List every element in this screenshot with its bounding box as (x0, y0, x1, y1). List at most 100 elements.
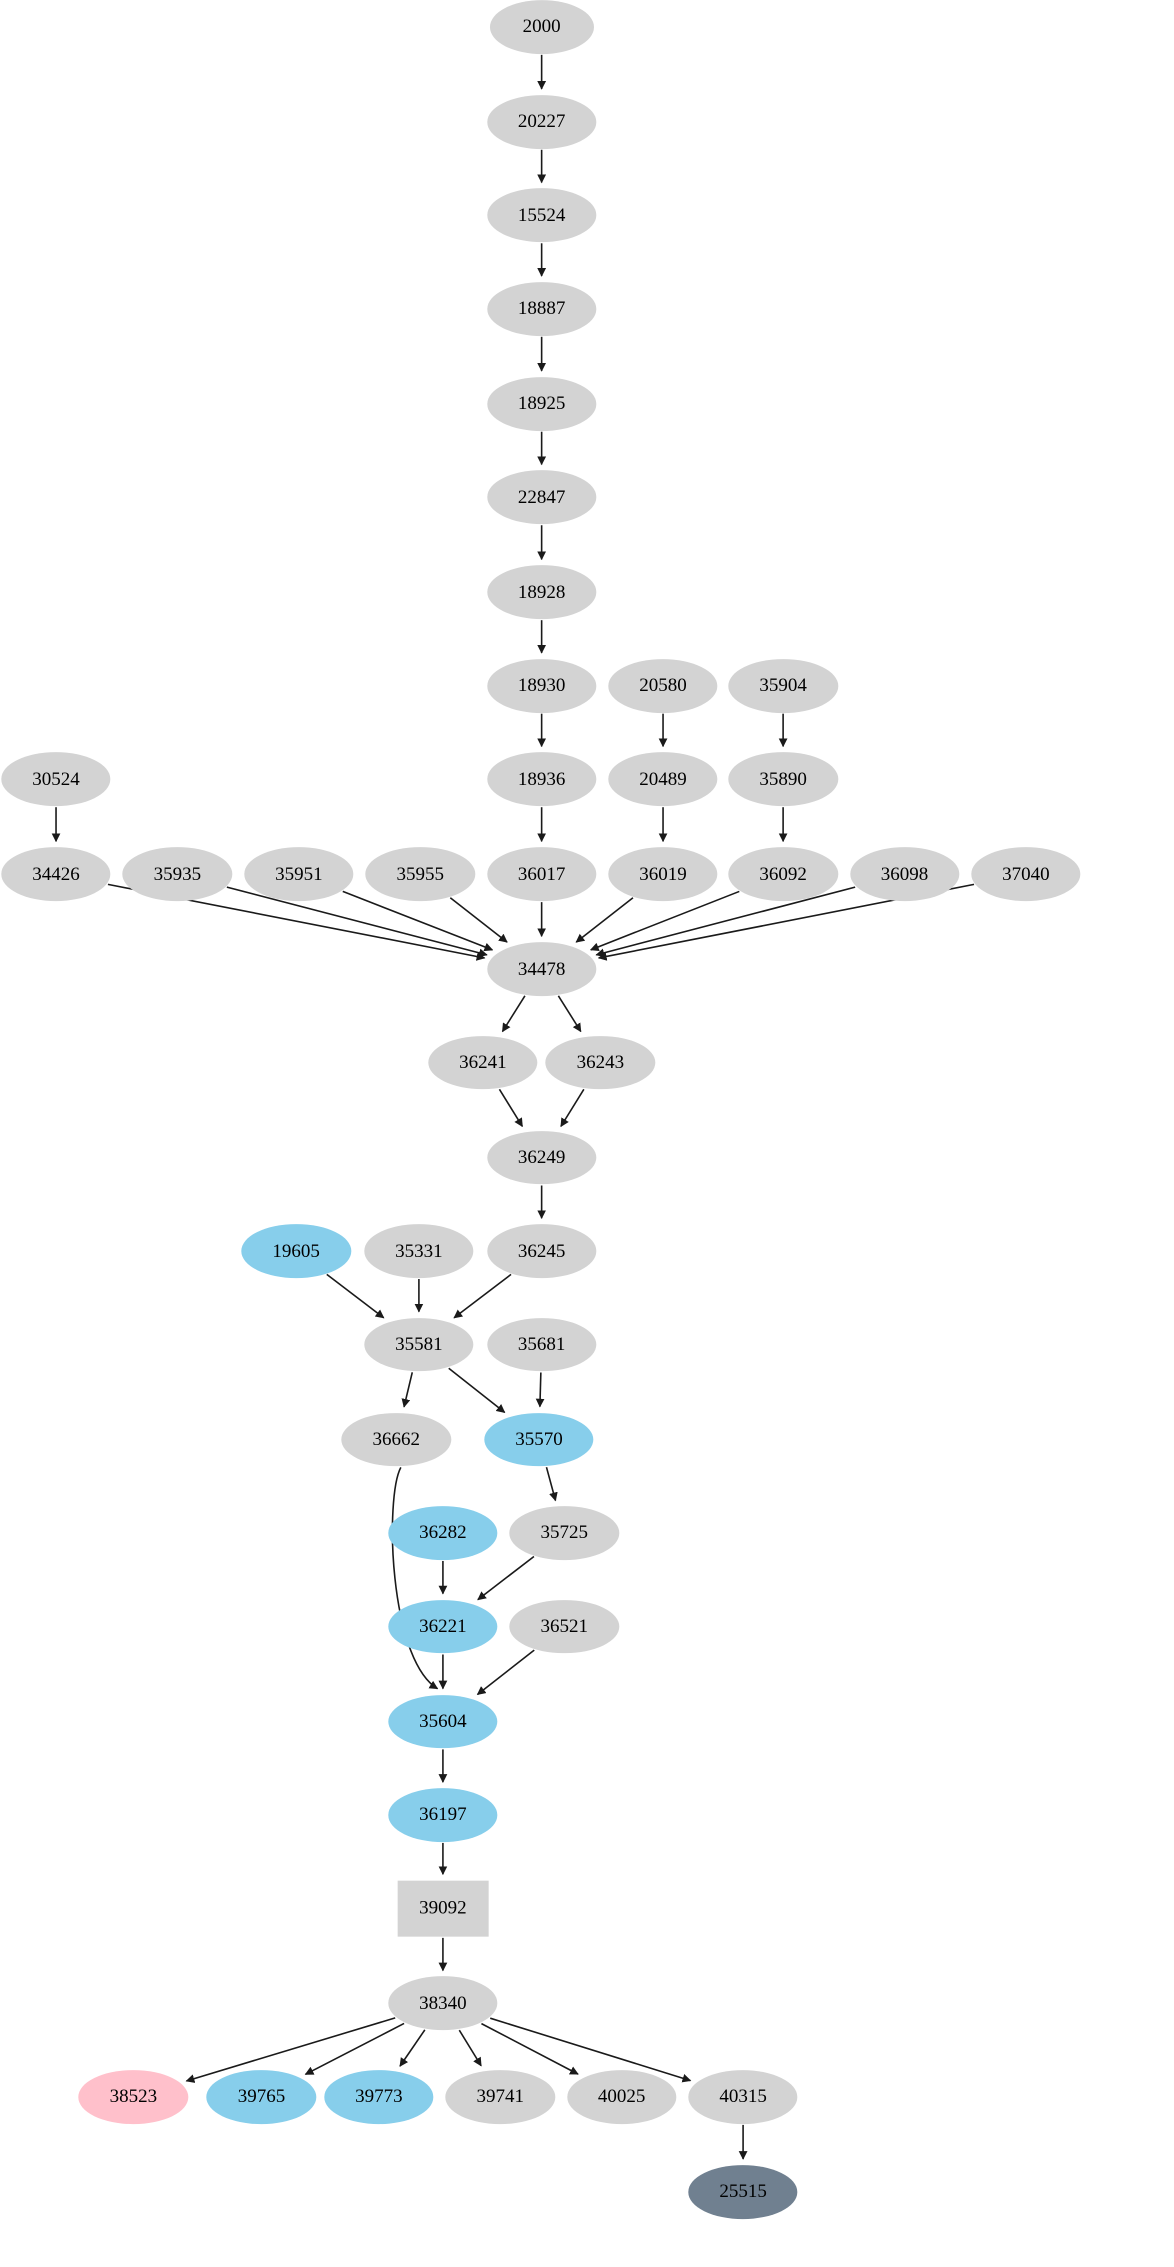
graph-edge (401, 1372, 414, 1408)
graph-edge (304, 2022, 405, 2076)
graph-edge (399, 2029, 426, 2067)
graph-node-19605[interactable]: 19605 (241, 1224, 351, 1279)
graph-node-40315[interactable]: 40315 (688, 2070, 798, 2124)
graph-node-label: 35951 (275, 863, 323, 885)
graph-node-36521[interactable]: 36521 (509, 1599, 620, 1654)
graph-node-22847[interactable]: 22847 (486, 470, 597, 525)
graph-node-label: 35725 (540, 1522, 589, 1544)
graph-node-36662[interactable]: 36662 (341, 1412, 451, 1467)
graph-node-35331[interactable]: 35331 (364, 1224, 474, 1279)
graph-edge (545, 1467, 558, 1502)
graph-node-label: 39765 (237, 2086, 286, 2108)
graph-node-36249[interactable]: 36249 (486, 1130, 597, 1185)
graph-node-label: 22847 (517, 486, 566, 508)
graph-node-36092[interactable]: 36092 (728, 847, 838, 902)
graph-node-label: 15524 (517, 204, 566, 226)
graph-node-label: 39092 (419, 1898, 467, 1920)
graph-node-39765[interactable]: 39765 (206, 2070, 317, 2124)
graph-node-36098[interactable]: 36098 (849, 847, 960, 902)
graph-node-34426[interactable]: 34426 (1, 847, 111, 902)
graph-node-40025[interactable]: 40025 (566, 2070, 677, 2124)
graph-node-label: 34426 (32, 863, 80, 885)
graph-node-20227[interactable]: 20227 (486, 94, 597, 149)
graph-node-label: 20580 (639, 675, 687, 697)
graph-node-label: 30524 (32, 768, 80, 790)
graph-node-36245[interactable]: 36245 (486, 1224, 597, 1279)
graph-node-35581[interactable]: 35581 (364, 1317, 474, 1372)
graph-node-15524[interactable]: 15524 (486, 188, 597, 243)
graph-node-34478[interactable]: 34478 (486, 942, 597, 997)
graph-node-35604[interactable]: 35604 (388, 1694, 498, 1749)
graph-edge (342, 890, 494, 952)
graph-node-39741[interactable]: 39741 (445, 2070, 555, 2124)
graph-edge (448, 1367, 506, 1414)
graph-node-36017[interactable]: 36017 (486, 847, 597, 902)
graph-node-label: 18936 (517, 768, 566, 790)
graph-node-label: 36092 (759, 863, 807, 885)
graph-node-36197[interactable]: 36197 (388, 1788, 498, 1842)
graph-node-36243[interactable]: 36243 (545, 1035, 656, 1090)
graph-node-35935[interactable]: 35935 (122, 847, 233, 902)
graph-node-label: 35935 (153, 863, 202, 885)
graph-node-2000[interactable]: 2000 (489, 0, 594, 54)
graph-edge (477, 1555, 535, 1601)
graph-node-20580[interactable]: 20580 (608, 658, 718, 713)
graph-node-label: 19605 (272, 1240, 320, 1262)
graph-edge (458, 2029, 482, 2067)
graph-node-18928[interactable]: 18928 (486, 565, 597, 620)
graph-node-25515[interactable]: 25515 (688, 2164, 798, 2219)
graph-node-38523[interactable]: 38523 (78, 2070, 189, 2124)
graph-node-label: 35681 (517, 1334, 566, 1356)
graph-node-36019[interactable]: 36019 (608, 847, 718, 902)
graph-node-20489[interactable]: 20489 (608, 752, 718, 807)
graph-node-37040[interactable]: 37040 (971, 847, 1081, 902)
graph-node-35725[interactable]: 35725 (509, 1506, 620, 1560)
graph-node-35890[interactable]: 35890 (728, 752, 838, 807)
graph-node-label: 36017 (517, 863, 566, 885)
graph-node-label: 40025 (597, 2086, 646, 2108)
graph-node-36241[interactable]: 36241 (428, 1035, 538, 1090)
graph-node-label: 35570 (515, 1429, 563, 1451)
graph-node-label: 38523 (109, 2086, 158, 2108)
graph-node-label: 36019 (639, 863, 687, 885)
graph-node-35681[interactable]: 35681 (486, 1317, 597, 1372)
graph-node-label: 35604 (419, 1710, 467, 1732)
graph-node-35955[interactable]: 35955 (365, 847, 475, 902)
graph-node-label: 39741 (476, 2086, 525, 2108)
graph-edge (595, 886, 856, 958)
graph-node-18930[interactable]: 18930 (486, 658, 597, 713)
graph-node-label: 36241 (459, 1052, 507, 1074)
edges-group (51, 54, 975, 2160)
graph-node-35570[interactable]: 35570 (484, 1412, 594, 1467)
graph-node-label: 20227 (517, 111, 566, 133)
graph-node-label: 18925 (517, 393, 566, 415)
graph-node-39092[interactable]: 39092 (397, 1880, 489, 1937)
graph-edge (453, 1273, 512, 1319)
graph-node-38340[interactable]: 38340 (388, 1976, 498, 2031)
graph-edge (226, 886, 488, 958)
graph-node-label: 39773 (355, 2086, 403, 2108)
graph-node-label: 35331 (395, 1240, 443, 1262)
graph-node-label: 18887 (517, 298, 566, 320)
graph-node-36282[interactable]: 36282 (388, 1506, 498, 1560)
graph-edge (489, 2017, 692, 2083)
graph-node-label: 35904 (759, 675, 807, 697)
graph-node-18925[interactable]: 18925 (486, 376, 597, 431)
graph-node-18936[interactable]: 18936 (486, 752, 597, 807)
graph-edge (535, 1372, 545, 1408)
graph-node-36221[interactable]: 36221 (388, 1599, 498, 1654)
graph-node-30524[interactable]: 30524 (1, 752, 111, 807)
graph-node-39773[interactable]: 39773 (324, 2070, 434, 2124)
graph-edge (476, 1649, 535, 1696)
graph-edge (326, 1273, 385, 1319)
graph-node-label: 18928 (517, 581, 566, 603)
graph-node-label: 20489 (639, 768, 687, 790)
graph-node-18887[interactable]: 18887 (486, 281, 597, 336)
graph-edge (501, 995, 526, 1033)
graph-node-label: 36098 (880, 863, 929, 885)
graph-edge (449, 897, 508, 943)
graph-node-35951[interactable]: 35951 (244, 847, 354, 902)
graph-node-35904[interactable]: 35904 (728, 658, 838, 713)
graph-node-label: 35581 (395, 1334, 443, 1356)
